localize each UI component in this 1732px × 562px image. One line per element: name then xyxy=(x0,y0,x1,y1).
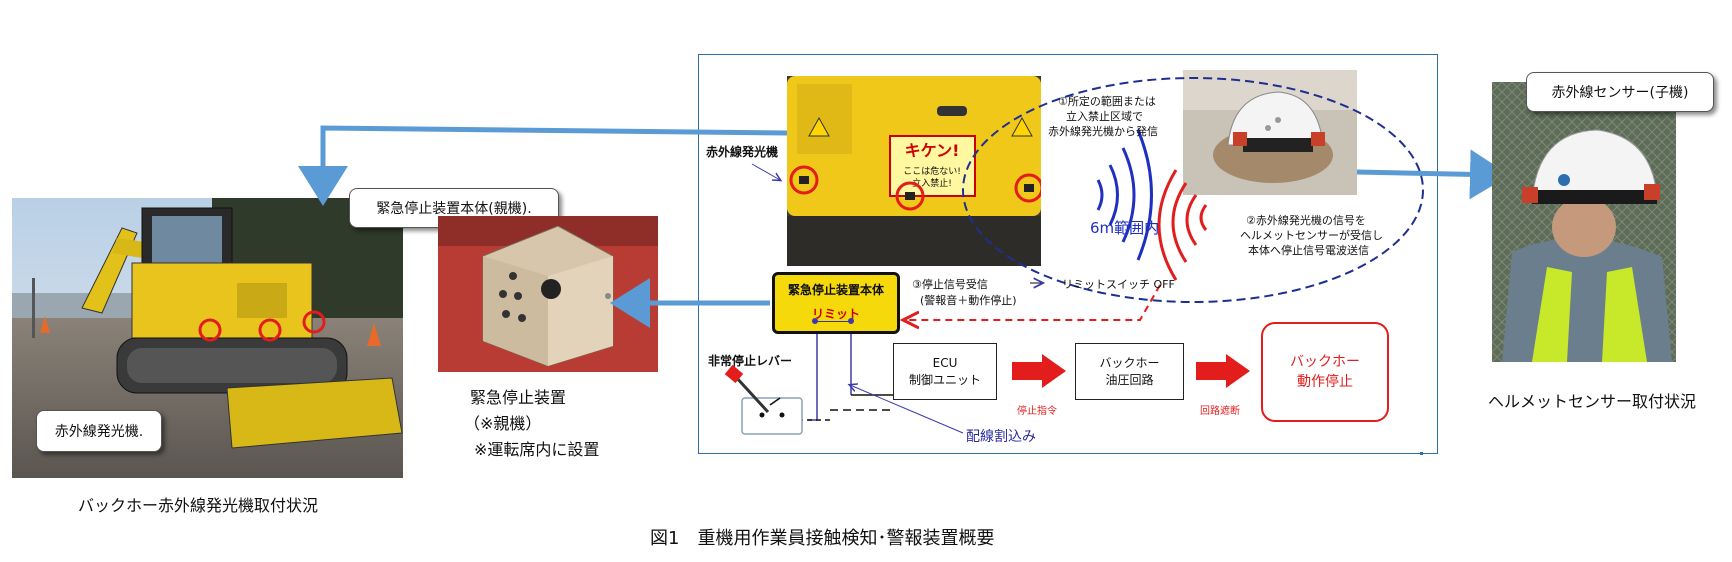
result-line2: 動作停止 xyxy=(1297,374,1353,390)
note3-line1: ③停止信号受信 xyxy=(912,278,988,291)
helmet-table-photo xyxy=(1183,70,1357,195)
note2-line1: ②赤外線発光機の信号を xyxy=(1246,214,1366,227)
note2-line2: ヘルメットセンサーが受信し xyxy=(1240,229,1383,242)
ir-emitter-callout: 赤外線発光機. xyxy=(36,410,162,452)
hydraulic-box: バックホー 油圧回路 xyxy=(1075,343,1184,400)
hydraulic-line2: 油圧回路 xyxy=(1105,372,1154,387)
backhoe-stop-box: バックホー 動作停止 xyxy=(1261,322,1389,422)
result-line1: バックホー xyxy=(1290,354,1360,370)
main-unit-label: 緊急停止装置本体 xyxy=(787,283,884,297)
sign-line3: 立入禁止! xyxy=(912,177,952,189)
device-caption-2: （※親機） xyxy=(464,414,542,433)
red-dashed-signal-arrow xyxy=(905,284,1161,320)
helmet-caption: ヘルメットセンサー取付状況 xyxy=(1488,392,1697,411)
device-caption-1: 緊急停止装置 xyxy=(470,388,567,407)
figure-title: 図1 重機用作業員接触検知･警報装置概要 xyxy=(650,528,995,549)
red-arrow-1 xyxy=(1012,354,1066,388)
blue-arrow-to-helmet xyxy=(1356,149,1510,200)
device-caption-3: ※運転席内に設置 xyxy=(474,440,600,459)
ecu-line2: 制御ユニット xyxy=(908,372,981,387)
excavator-rear-photo: キケン! ここは危ない! 立入禁止! xyxy=(787,76,1041,266)
stop-command-label: 停止指令 xyxy=(1017,406,1057,417)
hydraulic-line1: バックホー xyxy=(1099,355,1160,370)
note1-line3: 赤外線発光機から発信 xyxy=(1048,125,1158,138)
ecu-box: ECU 制御ユニット xyxy=(893,343,997,400)
note3-line2: (警報音＋動作停止) xyxy=(920,294,1017,307)
helmet-sensor-callout: 赤外線センサー(子機) xyxy=(1526,72,1714,112)
wiring-label: 配線割込み xyxy=(966,429,1036,445)
emergency-lever-label: 非常停止レバー xyxy=(708,354,793,368)
ir-emitter-label: 赤外線発光機 xyxy=(706,145,779,159)
range-label: 6m範囲内 xyxy=(1090,219,1160,237)
sign-line1: キケン! xyxy=(905,141,960,160)
main-unit-box: 緊急停止装置本体 リミット xyxy=(772,272,900,334)
backhoe-caption: バックホー赤外線発光機取付状況 xyxy=(78,496,319,515)
helmet-worker-photo xyxy=(1492,82,1676,362)
ecu-line1: ECU xyxy=(932,355,958,370)
note2-line3: 本体へ停止信号電波送信 xyxy=(1248,244,1369,257)
limit-switch-label: リミットスイッチ OFF xyxy=(1062,278,1175,291)
blue-arrow-to-backhoe xyxy=(298,125,788,206)
sign-line2: ここは危ない! xyxy=(903,165,961,177)
system-diagram-frame xyxy=(698,54,1438,454)
limit-label: リミット xyxy=(811,307,860,321)
circuit-cut-label: 回路遮断 xyxy=(1200,406,1240,417)
note1-line2: 立入禁止区域で xyxy=(1066,110,1143,123)
detection-range-ellipse xyxy=(962,77,1424,303)
limit-switch-contacts xyxy=(815,321,851,323)
red-arrow-2 xyxy=(1196,354,1250,388)
note1-line1: ①所定の範囲または xyxy=(1058,95,1156,108)
